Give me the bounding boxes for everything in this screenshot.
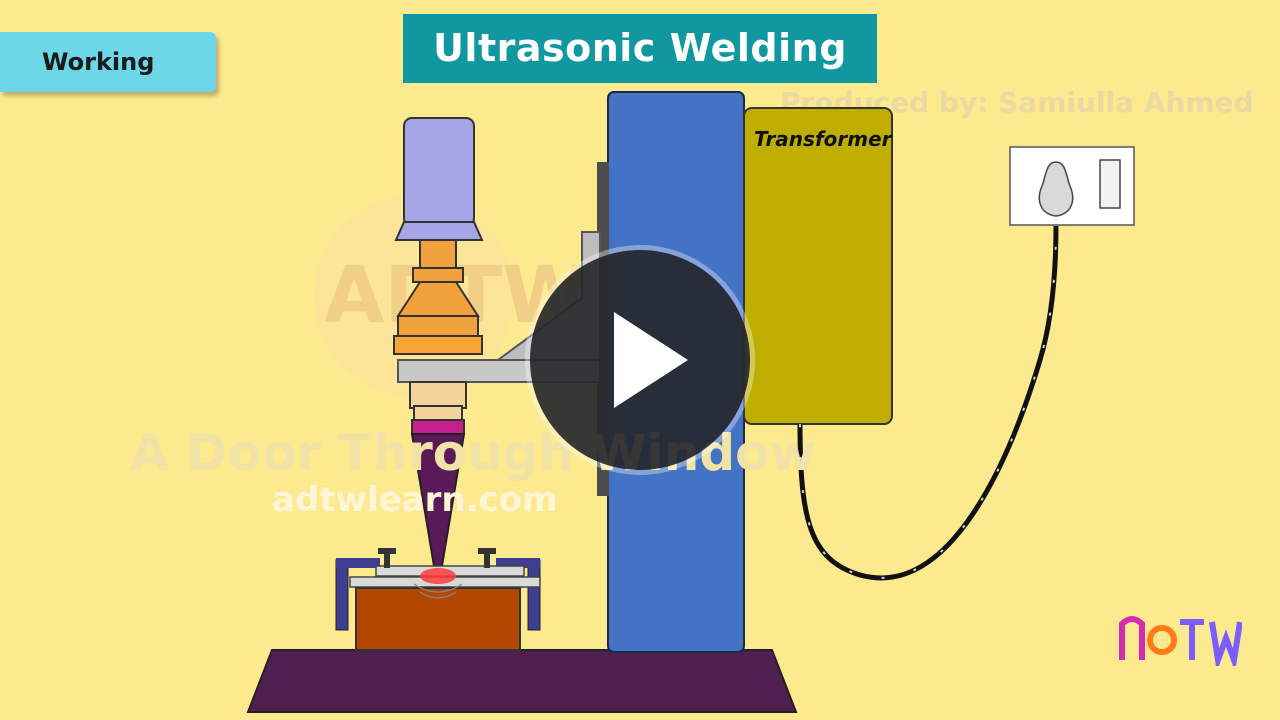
transformer-label: Transformer bbox=[754, 127, 893, 151]
transformer-box bbox=[743, 107, 893, 425]
title-banner: Ultrasonic Welding bbox=[403, 14, 877, 83]
converter-flange bbox=[394, 221, 484, 241]
play-button[interactable] bbox=[530, 250, 750, 470]
watermark-url: adtwlearn.com bbox=[272, 480, 558, 520]
section-tag-label: Working bbox=[42, 48, 155, 76]
power-cable bbox=[797, 225, 1059, 581]
fixture-frame-top-left bbox=[336, 558, 380, 568]
adtw-logo-icon bbox=[1119, 616, 1242, 666]
socket-switch-icon bbox=[1099, 159, 1121, 209]
clamp-stem-left bbox=[384, 548, 390, 568]
vibration-wave-1 bbox=[413, 583, 463, 593]
play-icon bbox=[614, 312, 688, 408]
booster-neck bbox=[419, 239, 457, 273]
section-tag: Working bbox=[0, 32, 216, 92]
fixture-frame-left bbox=[335, 559, 349, 631]
converter bbox=[403, 117, 475, 227]
power-plug-icon bbox=[1038, 161, 1074, 217]
horn-mount bbox=[409, 381, 467, 409]
weld-glow bbox=[420, 568, 456, 584]
fixture-frame-right bbox=[527, 559, 541, 631]
fixture-frame-top-right bbox=[496, 558, 540, 568]
booster-base bbox=[393, 335, 483, 355]
vibration-wave-2 bbox=[419, 591, 457, 599]
anvil bbox=[355, 587, 521, 651]
clamp-stem-right bbox=[484, 548, 490, 568]
booster-collar bbox=[412, 267, 464, 283]
machine-base bbox=[246, 649, 798, 713]
booster-ring bbox=[397, 315, 479, 337]
page-title: Ultrasonic Welding bbox=[433, 26, 847, 70]
